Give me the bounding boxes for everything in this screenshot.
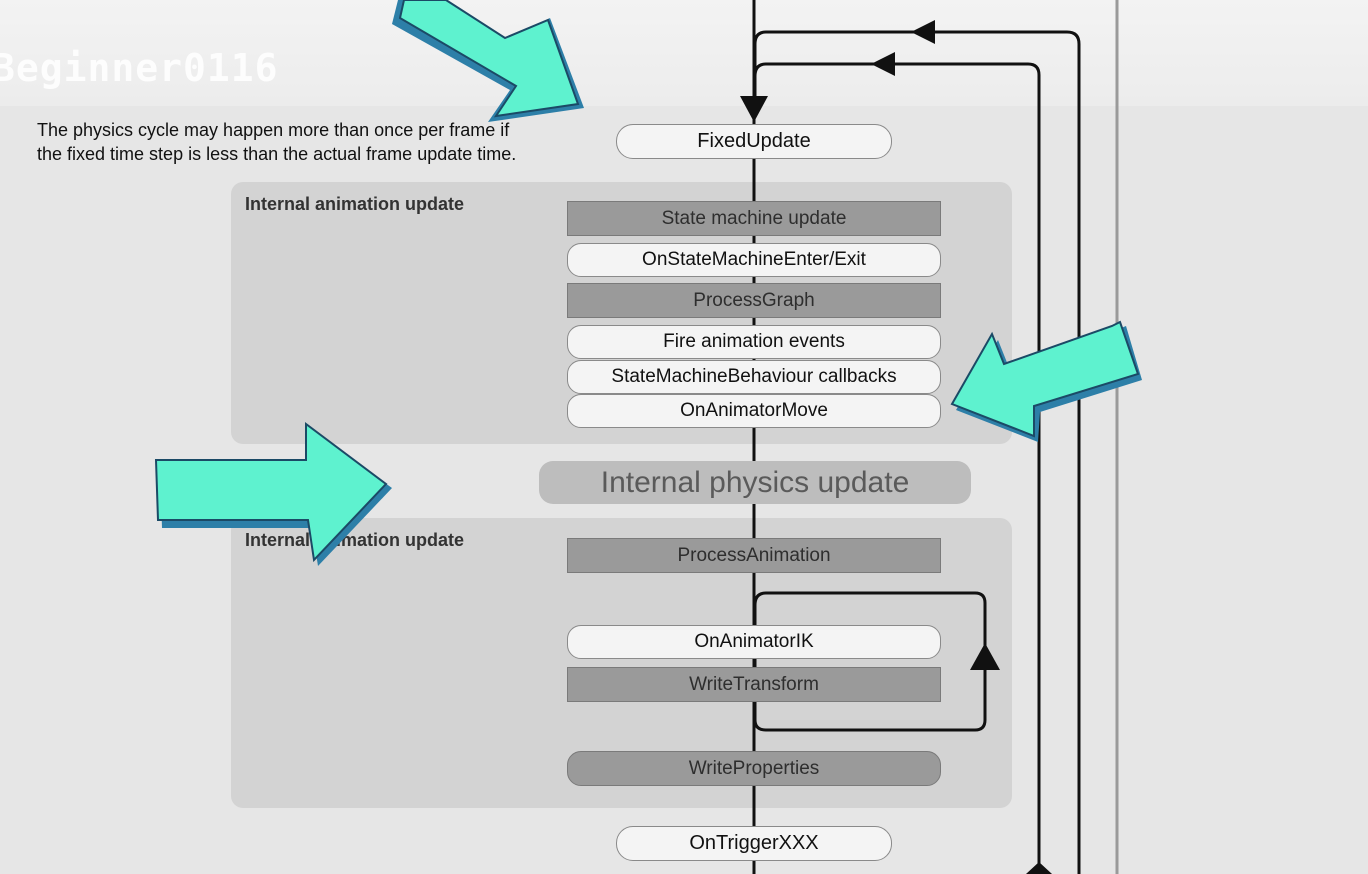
process-graph-node: ProcessGraph [567,283,941,318]
fixed-update-node: FixedUpdate [616,124,892,159]
watermark: Beginner0116 [0,46,279,90]
note-line-2: the fixed time step is less than the act… [37,144,517,164]
ik-loop-arrowhead [970,643,1000,670]
ik-loop-line [753,591,987,732]
inner-loop-bottom-arrowhead [1026,862,1052,874]
physics-cycle-note: The physics cycle may happen more than o… [37,118,597,166]
inner-loop-line [753,62,1041,874]
into-fixedupdate-arrowhead [740,96,768,122]
fire-animation-events-node: Fire animation events [567,325,941,359]
write-properties-node: WriteProperties [567,751,941,786]
panel-1-title: Internal animation update [245,194,465,214]
state-machine-update-node: State machine update [567,201,941,236]
write-transform-node: WriteTransform [567,667,941,702]
pointing-arrow-icon [950,320,1142,442]
on-state-machine-enter-exit-node: OnStateMachineEnter/Exit [567,243,941,277]
state-machine-behaviour-callbacks-node: StateMachineBehaviour callbacks [567,360,941,394]
on-trigger-xxx-node: OnTriggerXXX [616,826,892,861]
panel-2-title: Internal animation update [245,530,465,550]
outer-loop-arrowhead [911,20,935,44]
pointing-arrow-icon [154,422,392,566]
process-animation-node: ProcessAnimation [567,538,941,573]
inner-loop-arrowhead [871,52,895,76]
on-animator-ik-node: OnAnimatorIK [567,625,941,659]
on-animator-move-node: OnAnimatorMove [567,394,941,428]
pointing-arrow-icon [392,0,584,122]
note-line-1: The physics cycle may happen more than o… [37,120,510,140]
internal-physics-update-node: Internal physics update [539,461,971,504]
header-band: Beginner0116 [0,0,1368,106]
